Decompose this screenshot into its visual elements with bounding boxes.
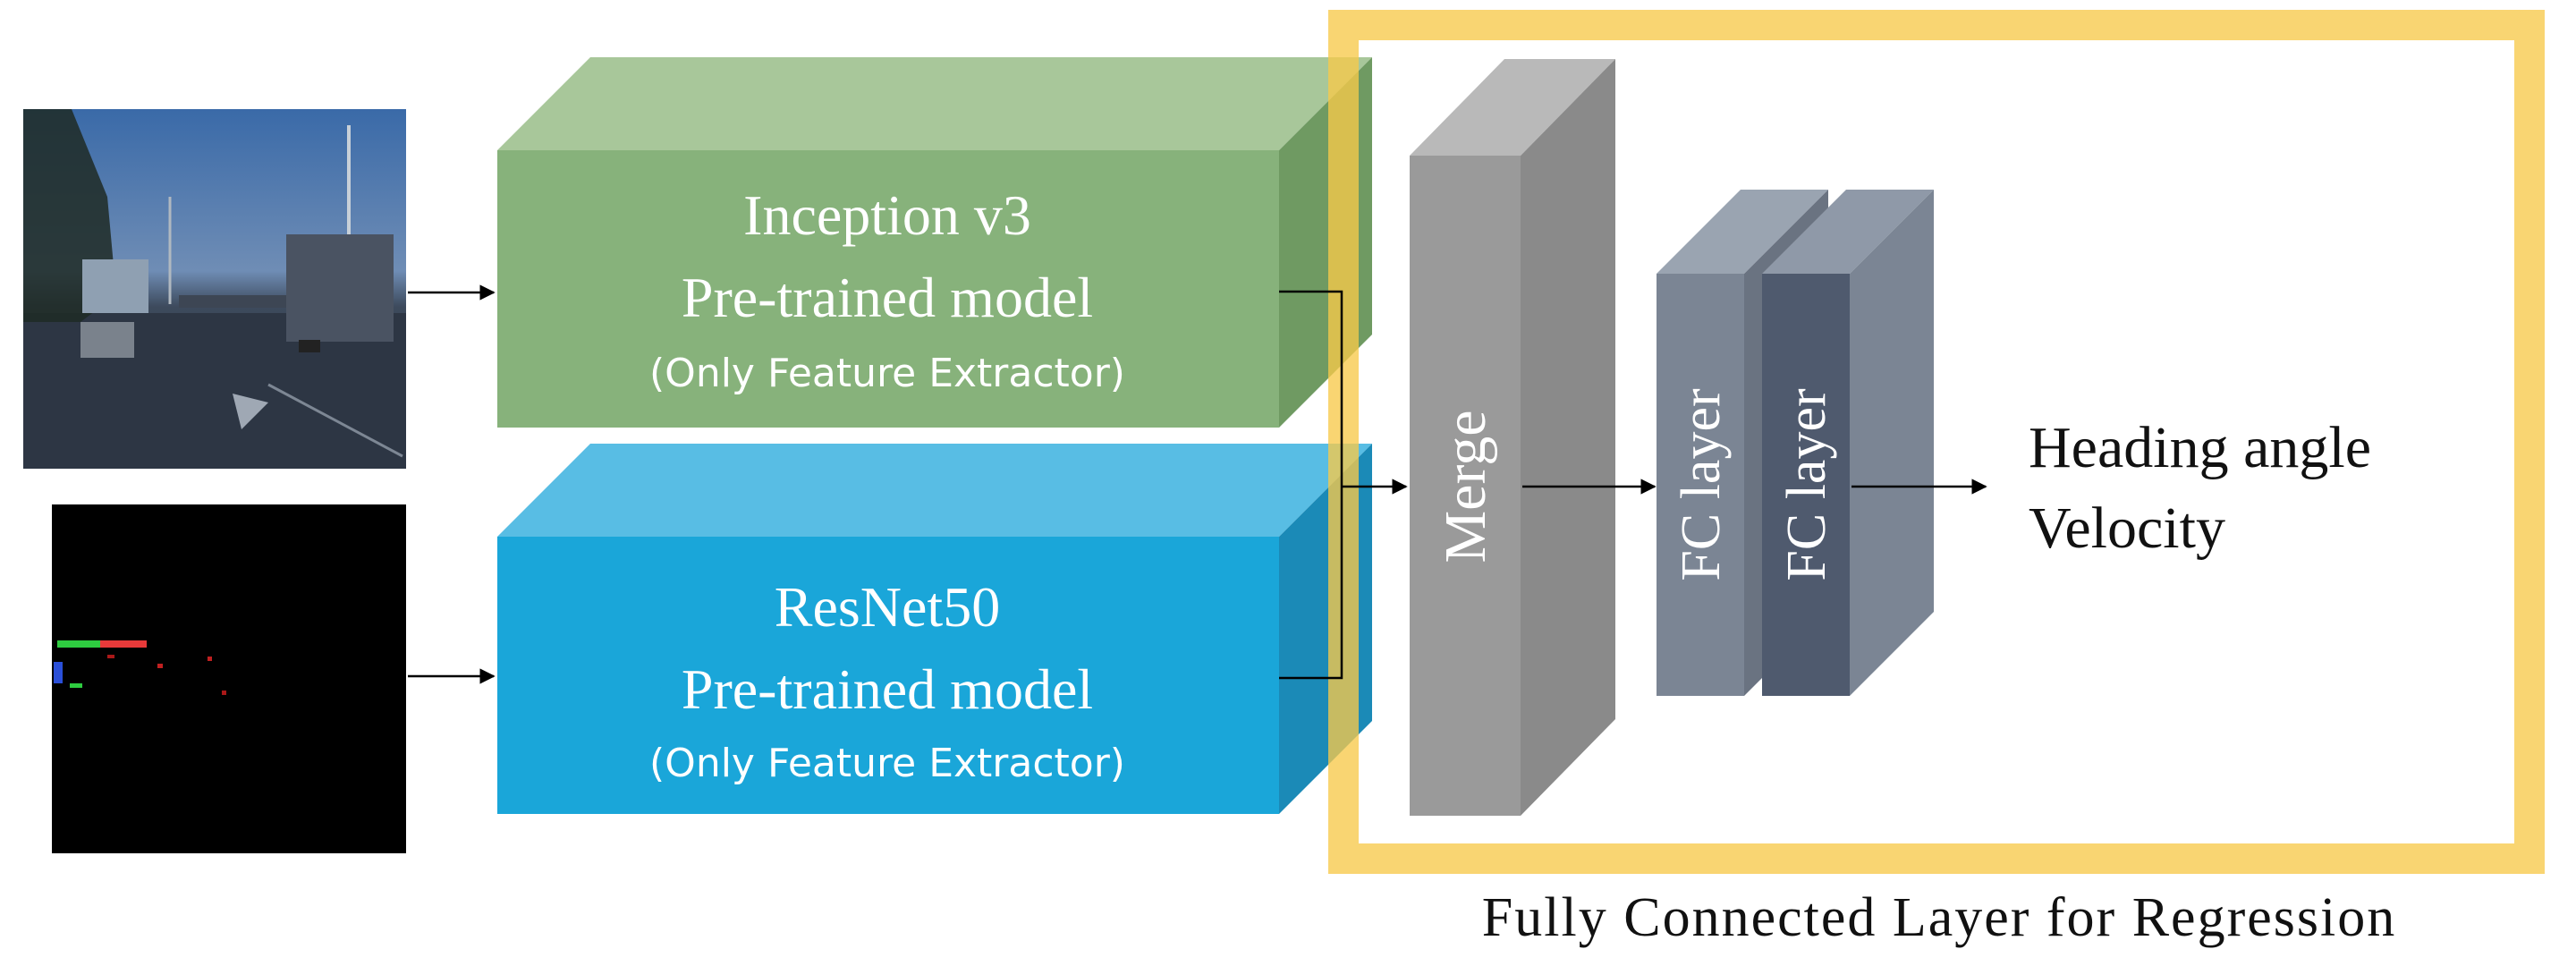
output-velocity: Velocity — [2029, 496, 2225, 561]
fc-layer-2-label: FC layer — [1776, 388, 1837, 581]
merge-block: Merge — [1410, 59, 1615, 816]
resnet-subtitle: Pre-trained model — [682, 657, 1093, 721]
merge-label: Merge — [1433, 410, 1498, 563]
road-camera-image — [23, 109, 406, 469]
extractor-connectors — [1279, 290, 1408, 680]
resnet-note: (Only Feature Extractor) — [649, 741, 1125, 786]
motion-feature-image — [52, 504, 406, 853]
output-heading-angle: Heading angle — [2029, 415, 2371, 480]
resnet-title: ResNet50 — [775, 575, 1000, 639]
fc-layer-1-label: FC layer — [1671, 388, 1732, 581]
regression-box — [1328, 10, 2545, 874]
resnet50-block: ResNet50 Pre-trained model (Only Feature… — [497, 444, 1372, 814]
fc-layer-2: FC layer — [1762, 190, 1934, 696]
regression-box-label: Fully Connected Layer for Regression — [1482, 887, 2396, 948]
inception-subtitle: Pre-trained model — [682, 266, 1093, 329]
inception-title: Inception v3 — [743, 183, 1031, 247]
inception-note: (Only Feature Extractor) — [649, 351, 1125, 396]
inception-v3-block: Inception v3 Pre-trained model (Only Fea… — [497, 57, 1372, 428]
